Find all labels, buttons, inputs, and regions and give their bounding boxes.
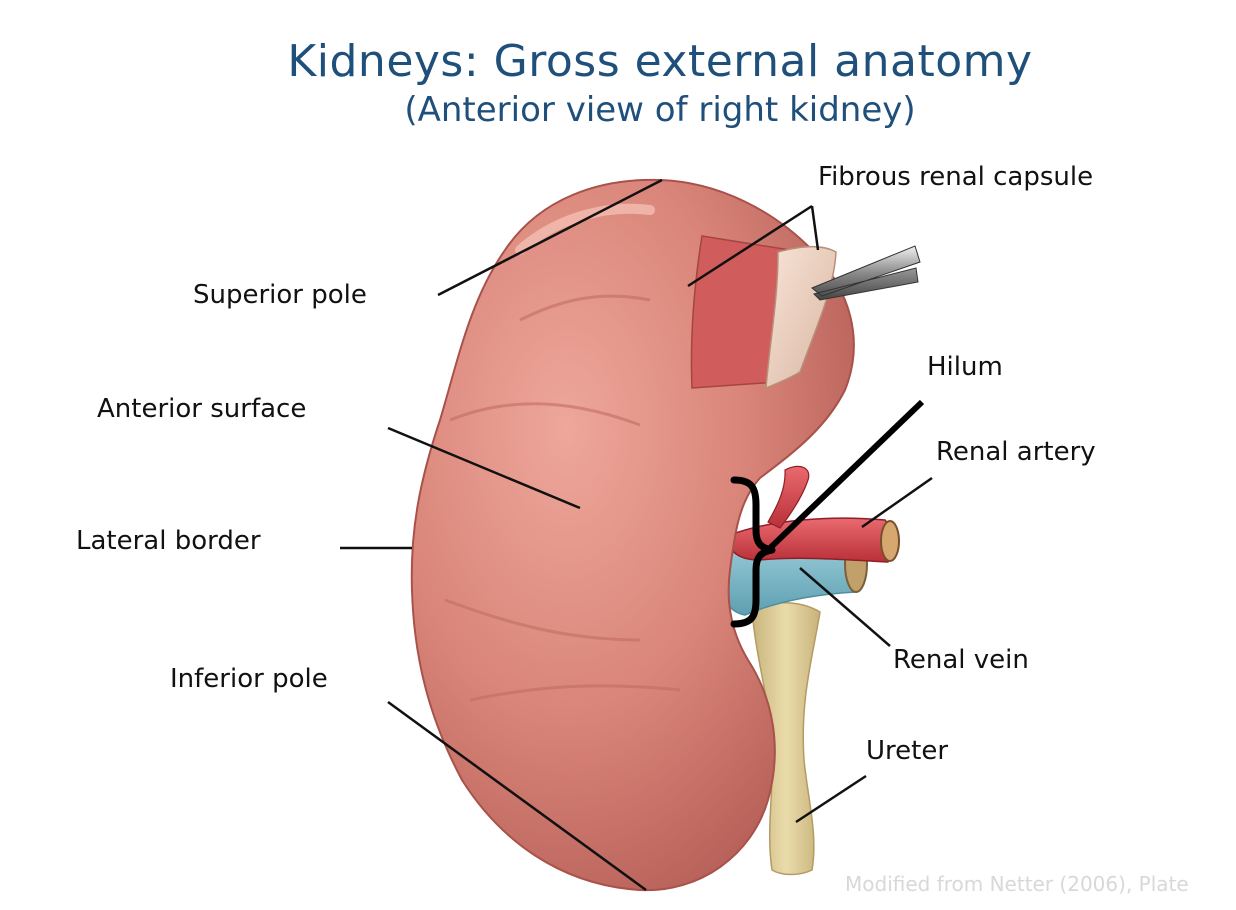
kidney-lobe-shading <box>444 294 681 702</box>
leader-renal-vein <box>799 567 891 647</box>
leader-inferior-pole <box>387 700 647 892</box>
page-title: Kidneys: Gross external anatomy <box>287 36 1033 87</box>
leader-ureter <box>795 774 867 824</box>
label-renal-vein: Renal vein <box>893 645 1029 675</box>
label-ureter: Ureter <box>866 736 949 766</box>
capsule-flap <box>765 246 837 390</box>
label-hilum: Hilum <box>927 352 1003 382</box>
label-superior-pole: Superior pole <box>193 280 367 310</box>
label-inferior-pole: Inferior pole <box>170 664 328 694</box>
leader-capsule-right <box>810 205 820 251</box>
renal-artery-lumen <box>880 520 900 562</box>
label-fibrous-renal-capsule: Fibrous renal capsule <box>818 162 1094 192</box>
image-credit: Modified from Netter (2006), Plate <box>845 872 1189 896</box>
leader-anterior-surface <box>387 426 581 510</box>
leader-capsule-left <box>687 204 813 288</box>
label-anterior-surface: Anterior surface <box>97 394 307 424</box>
kidney-highlight <box>515 203 655 255</box>
leader-hilum <box>765 399 925 553</box>
label-lateral-border: Lateral border <box>76 526 261 556</box>
forceps-shape <box>811 245 921 301</box>
leader-superior-pole <box>437 178 663 297</box>
hilum-brace-icon <box>730 476 776 628</box>
label-renal-artery: Renal artery <box>936 437 1096 467</box>
renal-artery-branch <box>767 465 810 529</box>
leader-lines <box>340 178 933 892</box>
page-subtitle: (Anterior view of right kidney) <box>404 90 916 130</box>
leader-renal-artery <box>861 476 933 529</box>
